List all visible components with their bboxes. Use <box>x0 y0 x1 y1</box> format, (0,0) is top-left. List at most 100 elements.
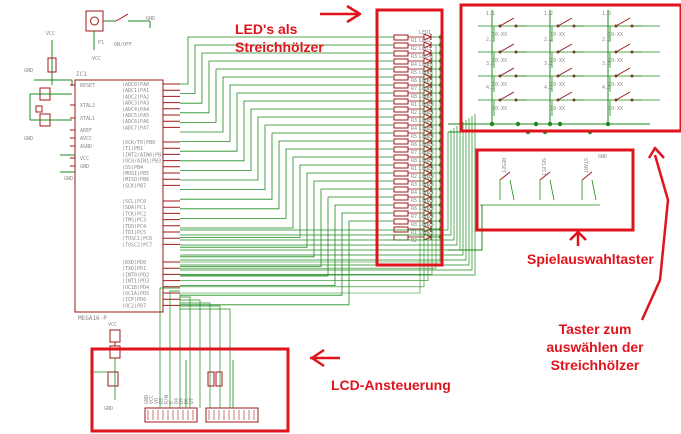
led-label: LED11 <box>419 110 434 116</box>
resistor-label: R5 <box>411 198 417 204</box>
led-resistor <box>393 234 409 241</box>
led-resistor <box>393 34 409 41</box>
lcd-resistor-3 <box>207 371 215 387</box>
port-wire <box>180 52 394 104</box>
mcu-left-pin: GND <box>80 164 89 170</box>
key-part-label: 10-XX <box>550 32 565 38</box>
port-wire <box>180 124 394 191</box>
led-label: LED16 <box>419 150 434 156</box>
lcd-annotation: LCD-Ansteuerung <box>331 377 451 393</box>
port-wire <box>180 212 394 296</box>
led-resistor <box>393 42 409 49</box>
select-red-box <box>475 148 635 232</box>
lcd-wire <box>180 308 231 408</box>
taster-arrow-shaft <box>640 154 670 321</box>
key-switch <box>615 17 631 27</box>
gnd-label-3: GND <box>64 176 73 182</box>
lcd-resistor-1 <box>109 329 121 343</box>
led-label: LED6 <box>419 70 431 76</box>
lcd-pin-label: D4 <box>174 398 180 404</box>
resistor-label: R6 <box>411 206 417 212</box>
led-label: LED4 <box>419 54 431 60</box>
led-resistor <box>393 186 409 193</box>
key-label: 2.3 <box>602 37 611 43</box>
port-d-pin: (INT0)PD2 <box>122 272 149 278</box>
port-wire <box>180 156 394 229</box>
led-resistor <box>393 202 409 209</box>
port-wire <box>180 44 394 94</box>
mcu-left-pin: RESET <box>80 83 95 89</box>
led-resistor <box>393 194 409 201</box>
led-resistor <box>393 50 409 57</box>
key-part-label: 10-XX <box>550 58 565 64</box>
port-wire <box>180 140 394 210</box>
led-label: LED15 <box>419 142 434 148</box>
led-annotation: LED's als Streichhölzer <box>235 20 324 56</box>
led-resistor <box>393 66 409 73</box>
mcu-left-pin: AREF <box>80 128 92 134</box>
port-wire <box>180 132 394 200</box>
port-d-pin: (OC1A)PD5 <box>122 291 149 297</box>
led-resistor <box>393 130 409 137</box>
port-wire <box>180 68 394 123</box>
key-switch <box>557 67 573 77</box>
taster-annotation-line1: Taster zum <box>558 321 632 337</box>
lcd-pin-label: RS <box>159 398 165 404</box>
port-wire <box>180 76 394 133</box>
port-wire <box>180 188 394 267</box>
port-a-pin: (ADC2)PA2 <box>122 94 149 100</box>
spielauswahl-annotation: Spielauswahltaster <box>527 251 654 267</box>
key-part-label: 10-XX <box>492 82 507 88</box>
led-annotation-line1: LED's als <box>235 21 298 37</box>
port-a-pin: (ADC5)PA5 <box>122 113 149 119</box>
led-resistor <box>393 106 409 113</box>
mcu-part: MEGA16-P <box>78 315 107 322</box>
lcd-pin-label: VCC <box>149 395 155 404</box>
select-switch <box>499 171 511 181</box>
port-b-pin: (SS)PB4 <box>122 165 143 171</box>
gnd-label-1: GND <box>24 68 33 74</box>
gnd-label-switch: GND <box>146 16 155 22</box>
lcd-red-box <box>90 347 290 433</box>
led-resistor <box>393 122 409 129</box>
select-arrow-head <box>569 230 587 241</box>
port-b-pin: (SCK)PB7 <box>122 183 146 189</box>
bus-wire <box>180 45 437 269</box>
lcd-resistor-4 <box>215 371 223 387</box>
lcd-wire <box>180 302 211 408</box>
vcc-label-jack: VCC <box>92 56 101 62</box>
led-resistor <box>393 218 409 225</box>
select-button-label: START <box>582 158 588 173</box>
bus-wire <box>180 69 425 288</box>
key-label: 4.3 <box>602 85 611 91</box>
lcd-arrow-head <box>310 348 325 368</box>
led-resistor <box>393 138 409 145</box>
led-label: LED9 <box>419 94 431 100</box>
bus-wire <box>180 124 461 251</box>
key-label: 3.3 <box>602 61 611 67</box>
select-button-label: RESET <box>500 158 506 173</box>
mcu-left-pin: AGND <box>80 144 92 150</box>
bus-wire <box>180 61 429 281</box>
resistor-label: R1 <box>411 38 417 44</box>
power-switch-label: ON/OFF <box>114 42 132 48</box>
key-label: 4.1 <box>486 85 495 91</box>
led-resistor <box>393 178 409 185</box>
port-c-pin: (SDA)PC1 <box>122 205 146 211</box>
led-label: LED20 <box>419 182 434 188</box>
led-resistor <box>393 170 409 177</box>
lcd-wire <box>169 290 180 408</box>
key-switch <box>557 17 573 27</box>
mcu-name: IC1 <box>76 71 87 78</box>
led-label: LED10 <box>419 102 434 108</box>
key-switch <box>499 43 515 53</box>
bus-wire <box>180 118 470 266</box>
led-label: LED8 <box>419 86 431 92</box>
select-switch <box>539 171 551 181</box>
led-resistor <box>393 162 409 169</box>
mcu-left-pin: XTAL1 <box>80 116 95 122</box>
key-part-label: 10-XX <box>608 82 623 88</box>
bus-wire <box>180 116 473 271</box>
mcu-left-pin: VCC <box>80 156 89 162</box>
